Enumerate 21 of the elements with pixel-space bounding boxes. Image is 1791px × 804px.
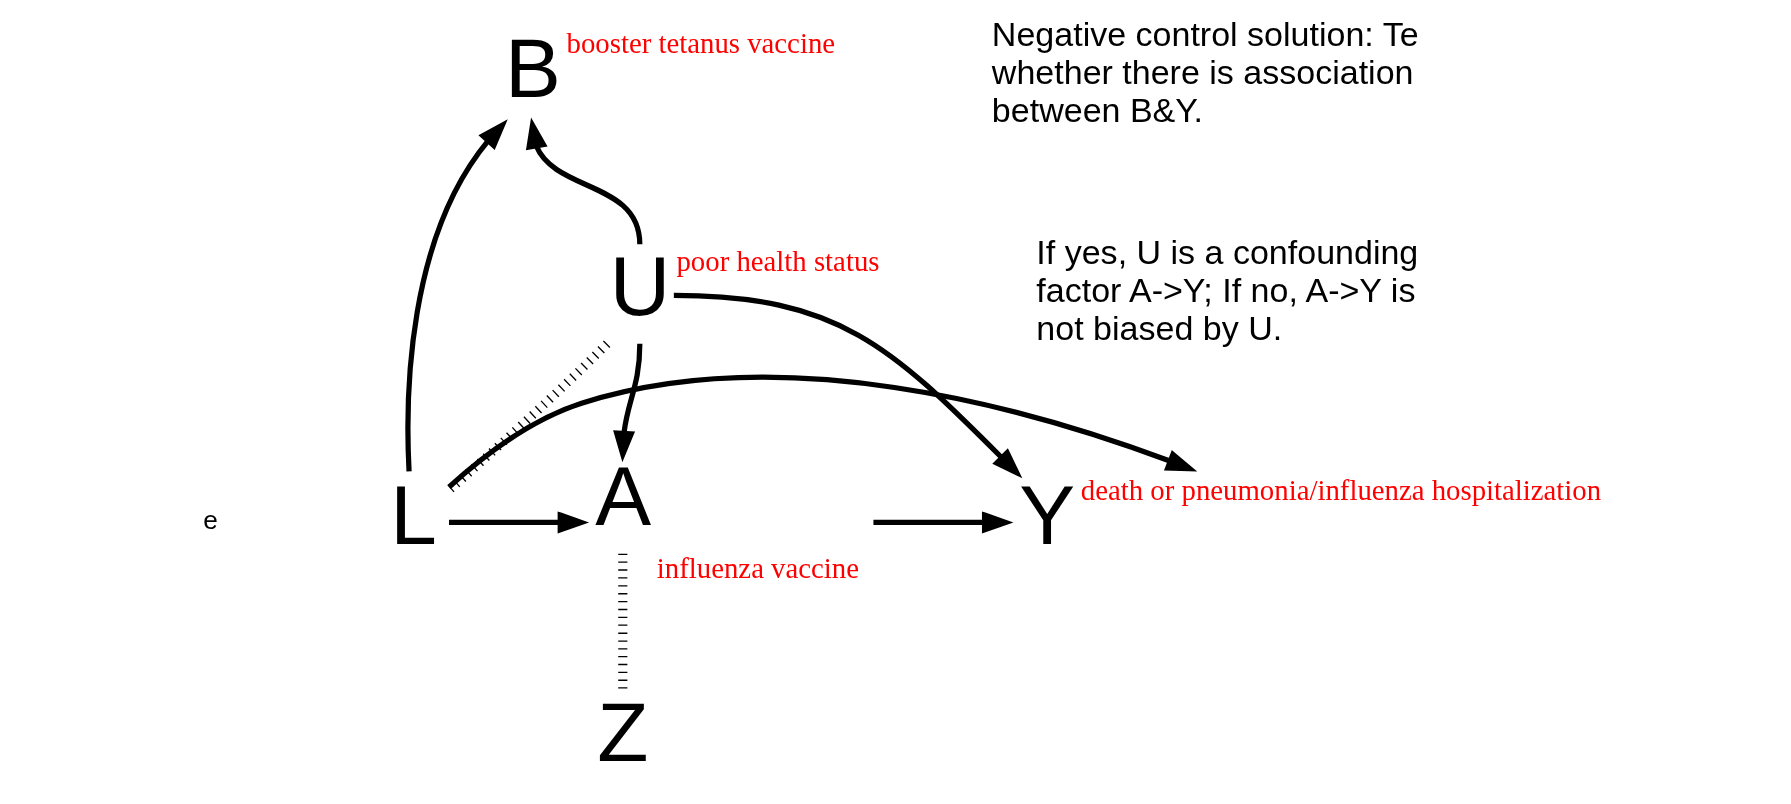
label: Negative control solution: Te whether there is association between B&Y. (991, 14, 1419, 129)
node-label: death or pneumonia/influenza hospitalization (1080, 473, 1601, 506)
arrow (673, 292, 1022, 479)
node-label: poor health status (675, 245, 879, 278)
arrow (404, 119, 508, 472)
arrow (612, 343, 642, 463)
arrow (525, 117, 642, 245)
arrow (872, 511, 1013, 534)
node-label: influenza vaccine (656, 552, 859, 585)
label: e (202, 504, 218, 535)
node-text: Z (596, 684, 648, 779)
node-text: U (609, 239, 670, 334)
node-label: booster tetanus vaccine (566, 26, 835, 59)
node-text: A (594, 449, 651, 544)
arrow (446, 375, 1197, 489)
arrow (448, 511, 589, 534)
connector (617, 553, 627, 689)
node-text: B (504, 20, 561, 115)
node-text: L (389, 467, 437, 562)
node-text: Y (1018, 467, 1075, 562)
label: If yes, U is a confounding factor A->Y; If no, A->Y is not biased by U. (1035, 233, 1418, 348)
